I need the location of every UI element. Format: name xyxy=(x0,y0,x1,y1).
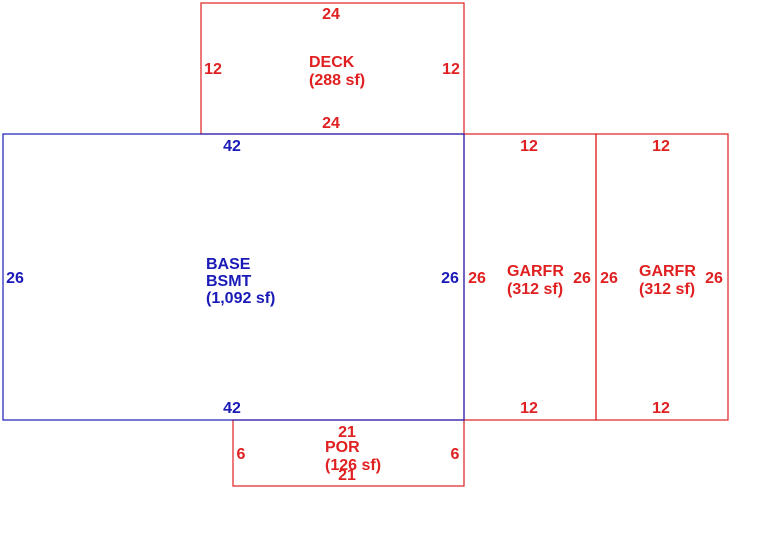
garage-1-dim-bottom: 12 xyxy=(520,400,538,417)
base-dim-right: 26 xyxy=(441,270,459,287)
garage-2-name-label: GARFR xyxy=(639,263,696,280)
garage-2-outline xyxy=(595,133,729,421)
garage-2-dim-bottom: 12 xyxy=(652,400,670,417)
deck-dim-top: 24 xyxy=(322,6,340,23)
porch-dim-top: 21 xyxy=(338,424,356,441)
porch-dim-right: 6 xyxy=(451,446,460,463)
garage-1-dim-top: 12 xyxy=(520,138,538,155)
deck-dim-left: 12 xyxy=(204,61,222,78)
garage-2-dim-top: 12 xyxy=(652,138,670,155)
garage-1-area-label: (312 sf) xyxy=(507,281,563,298)
garage-2-dim-right: 26 xyxy=(705,270,723,287)
base-dim-top: 42 xyxy=(223,138,241,155)
garage-1-dim-right: 26 xyxy=(573,270,591,287)
base-dim-bottom: 42 xyxy=(223,400,241,417)
garage-2-dim-left: 26 xyxy=(600,270,618,287)
porch-area-label: (126 sf) xyxy=(325,457,381,474)
base-subname-label: BSMT xyxy=(206,273,252,290)
garage-1-name-label: GARFR xyxy=(507,263,564,280)
base-basement-outline xyxy=(2,133,465,421)
base-area-label: (1,092 sf) xyxy=(206,290,275,307)
base-name-label: BASE xyxy=(206,256,251,273)
deck-name-label: DECK xyxy=(309,54,355,71)
porch-dim-bottom: 21 xyxy=(338,467,356,484)
deck-dim-bottom: 24 xyxy=(322,115,340,132)
porch-name-label: POR xyxy=(325,439,360,456)
base-dim-left: 26 xyxy=(6,270,24,287)
garage-1-dim-left: 26 xyxy=(468,270,486,287)
deck-area-label: (288 sf) xyxy=(309,72,365,89)
garage-2-area-label: (312 sf) xyxy=(639,281,695,298)
deck-dim-right: 12 xyxy=(442,61,460,78)
porch-dim-left: 6 xyxy=(237,446,246,463)
